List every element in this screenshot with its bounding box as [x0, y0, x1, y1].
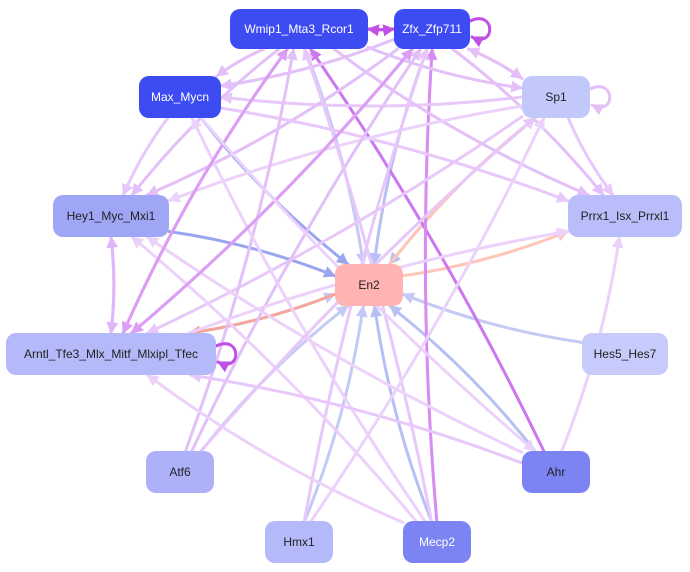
node-label-wmip: Wmip1_Mta3_Rcor1 [244, 22, 354, 36]
node-arntl[interactable]: Arntl_Tfe3_Mlx_Mitf_Mlxipl_Tfec [6, 333, 216, 375]
node-label-mecp2: Mecp2 [419, 535, 455, 549]
edge-ahr-to-en2 [388, 304, 537, 453]
node-label-en2: En2 [358, 278, 380, 292]
edge-wmip-to-max [215, 47, 266, 78]
edge-mecp2-to-max [190, 116, 427, 523]
edge-zfx-to-zfx [468, 17, 492, 48]
node-box-en2 [335, 264, 403, 306]
node-label-arntl: Arntl_Tfe3_Mlx_Mitf_Mlxipl_Tfec [24, 347, 198, 361]
node-box-wmip [230, 9, 368, 49]
edge-arntl-to-wmip [121, 47, 289, 335]
node-box-prrx [568, 195, 682, 237]
edge-sp1-to-arntl [145, 115, 524, 335]
node-hmx1[interactable]: Hmx1 [265, 521, 333, 563]
edge-mecp2-to-hey1 [130, 235, 418, 523]
edge-zfx-to-max [219, 37, 396, 91]
edge-arntl-to-arntl [214, 342, 238, 373]
node-ahr[interactable]: Ahr [522, 451, 590, 493]
edge-arntl-to-hey1 [106, 235, 119, 335]
node-hey1[interactable]: Hey1_Myc_Mxi1 [53, 195, 169, 237]
edge-mecp2-to-en2 [370, 304, 433, 523]
edge-hmx1-to-sp1 [309, 116, 546, 523]
edge-hes5-to-en2 [401, 292, 584, 344]
edge-wmip-to-prrx [332, 47, 590, 197]
edge-sp1-to-sp1 [588, 85, 612, 116]
node-hes5[interactable]: Hes5_Hes7 [582, 333, 668, 375]
node-box-zfx [394, 9, 470, 49]
node-label-hmx1: Hmx1 [283, 535, 315, 549]
node-prrx[interactable]: Prrx1_Isx_Prrxl1 [568, 195, 682, 237]
edge-mecp2-to-zfx [423, 47, 439, 523]
edge-hmx1-to-en2 [303, 304, 368, 523]
node-en2[interactable]: En2 [335, 264, 403, 306]
node-max[interactable]: Max_Mycn [139, 76, 221, 118]
edge-ahr-to-hey1 [146, 235, 524, 454]
node-box-max [139, 76, 221, 118]
node-label-atf6: Atf6 [169, 465, 191, 479]
edge-atf6-to-wmip [184, 47, 298, 453]
node-label-ahr: Ahr [547, 465, 566, 479]
edge-sp1-to-zfx [467, 47, 524, 80]
node-label-zfx: Zfx_Zfp711 [402, 22, 462, 36]
edge-sp1-to-hey1 [167, 104, 524, 203]
node-label-sp1: Sp1 [545, 90, 567, 104]
node-box-sp1 [522, 76, 590, 118]
edge-ahr-to-arntl [188, 370, 524, 465]
node-zfx[interactable]: Zfx_Zfp711 [394, 9, 470, 49]
node-label-prrx: Prrx1_Isx_Prrxl1 [581, 209, 670, 223]
edge-max-to-hey1 [121, 116, 170, 197]
node-label-hes5: Hes5_Hes7 [594, 347, 657, 361]
node-atf6[interactable]: Atf6 [146, 451, 214, 493]
node-box-hmx1 [265, 521, 333, 563]
node-wmip[interactable]: Wmip1_Mta3_Rcor1 [230, 9, 368, 49]
edge-atf6-to-zfx [190, 47, 423, 453]
node-box-arntl [6, 333, 216, 375]
edge-wmip-to-sp1 [366, 45, 524, 93]
edge-mecp2-to-arntl [145, 373, 405, 524]
edge-en2-to-prrx [401, 229, 570, 278]
edge-ahr-to-wmip [309, 47, 546, 453]
node-box-ahr [522, 451, 590, 493]
node-box-mecp2 [403, 521, 471, 563]
edge-sp1-to-prrx [566, 116, 615, 197]
node-box-hes5 [582, 333, 668, 375]
node-label-hey1: Hey1_Myc_Mxi1 [67, 209, 156, 223]
edge-sp1-to-max [219, 92, 524, 108]
node-box-hey1 [53, 195, 169, 237]
edge-en2-to-arntl [188, 292, 337, 338]
node-mecp2[interactable]: Mecp2 [403, 521, 471, 563]
node-sp1[interactable]: Sp1 [522, 76, 590, 118]
edge-zfx-to-wmip [366, 24, 396, 37]
edge-hey1-to-en2 [167, 230, 337, 278]
node-box-atf6 [146, 451, 214, 493]
edge-arntl-to-zfx [130, 47, 414, 335]
node-label-max: Max_Mycn [151, 90, 209, 104]
